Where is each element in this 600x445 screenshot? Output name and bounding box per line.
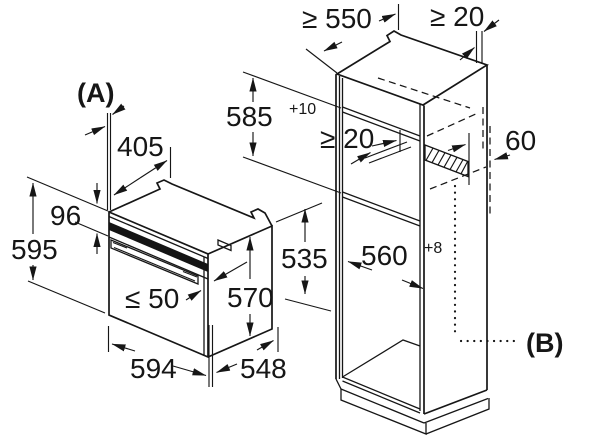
- dim-oven-body-height: 570: [227, 236, 274, 337]
- dim-594-label: 594: [130, 353, 177, 384]
- dim-cabinet-niche-width: 560 +8: [347, 240, 442, 290]
- cabinet-floor-back-edges: [342, 339, 421, 378]
- view-b-label: (B): [526, 328, 563, 358]
- dim-60-label: 60: [505, 125, 536, 156]
- dim-560-label: 560: [361, 240, 408, 271]
- dim-548-label: 548: [240, 353, 287, 384]
- oven-isometric: [108, 179, 273, 359]
- oven-side-slot: [217, 239, 232, 252]
- dim-585-tolerance: +10: [289, 101, 316, 118]
- oven-door-top-line: [108, 236, 209, 280]
- dim-550-label: ≥ 550: [302, 3, 372, 34]
- cabinet-hidden-vent-top: [426, 112, 479, 137]
- cabinet-shelf-top-line2: [342, 111, 421, 142]
- dim-oven-width: 594: [107, 325, 214, 387]
- dim-cabinet-rear-clearance: 60: [494, 125, 536, 161]
- dim-20-top-label: ≥ 20: [430, 1, 484, 32]
- oven-handle-end-left: [112, 241, 128, 249]
- cabinet-hidden-top-edge: [377, 77, 471, 109]
- dim-oven-door-protrusion: ≤ 50: [125, 261, 248, 314]
- oven-dimensions: (A) 405 96 595 ≤ 50: [11, 78, 332, 387]
- dim-oven-rear-height: 535: [275, 202, 332, 312]
- dim-50-label: ≤ 50: [125, 283, 179, 314]
- oven-control-band: [109, 222, 208, 272]
- dim-view-a: (A): [77, 78, 126, 210]
- dim-cabinet-vent-gap: ≥ 20: [320, 123, 470, 185]
- oven-front-face: [108, 210, 209, 359]
- cabinet-gable-bottom-edge: [423, 389, 488, 415]
- cabinet-hidden-shelf-back: [429, 166, 487, 190]
- cabinet-plinth-front: [340, 388, 427, 435]
- dim-96-label: 96: [50, 200, 81, 231]
- dim-cabinet-depth: ≥ 550: [302, 3, 400, 74]
- oven-side-face: [207, 224, 273, 358]
- oven-handle-end-right: [182, 270, 198, 278]
- cabinet-shelf-top-line1: [342, 106, 421, 137]
- cabinet-dimensions: ≥ 550 ≥ 20 585 +10 ≥ 20: [226, 1, 563, 358]
- dim-cabinet-top-rear-gap: ≥ 20: [430, 1, 500, 64]
- dim-560-tolerance: +8: [424, 240, 442, 257]
- cabinet-vent-strip: [424, 144, 469, 178]
- dim-535-label: 535: [281, 243, 328, 274]
- cabinet-floor-front-edge2: [342, 380, 421, 414]
- dim-oven-height: 595: [11, 182, 106, 314]
- view-a-label: (A): [77, 78, 114, 108]
- cabinet-top-face: [335, 30, 489, 106]
- oven-handle-inner-line: [113, 246, 196, 282]
- dim-595-label: 595: [11, 234, 58, 265]
- dim-405-label: 405: [117, 131, 164, 162]
- dim-20-mid-label: ≥ 20: [320, 123, 374, 154]
- cabinet-plinth-step: [335, 378, 342, 390]
- dim-585-label: 585: [226, 101, 273, 132]
- cabinet-isometric: [335, 30, 521, 435]
- dim-oven-depth: 548: [216, 327, 287, 384]
- dim-oven-top-depth: 405: [113, 131, 172, 196]
- cabinet-floor-front-edge: [342, 376, 421, 410]
- oven-front-top-inner-line: [108, 215, 209, 260]
- oven-handle: [110, 239, 199, 285]
- dim-cabinet-niche-height: 585 +10: [226, 71, 342, 194]
- reference-b-dotted-line: [453, 184, 521, 343]
- oven-top-face: [108, 179, 273, 227]
- cabinet-shelf-bottom-line1: [342, 191, 421, 222]
- dim-570-label: 570: [227, 282, 274, 313]
- dim-oven-panel-height: 96: [26, 176, 109, 254]
- cabinet-shelf-bottom-line2: [342, 196, 421, 227]
- cabinet-plinth-right: [423, 397, 490, 435]
